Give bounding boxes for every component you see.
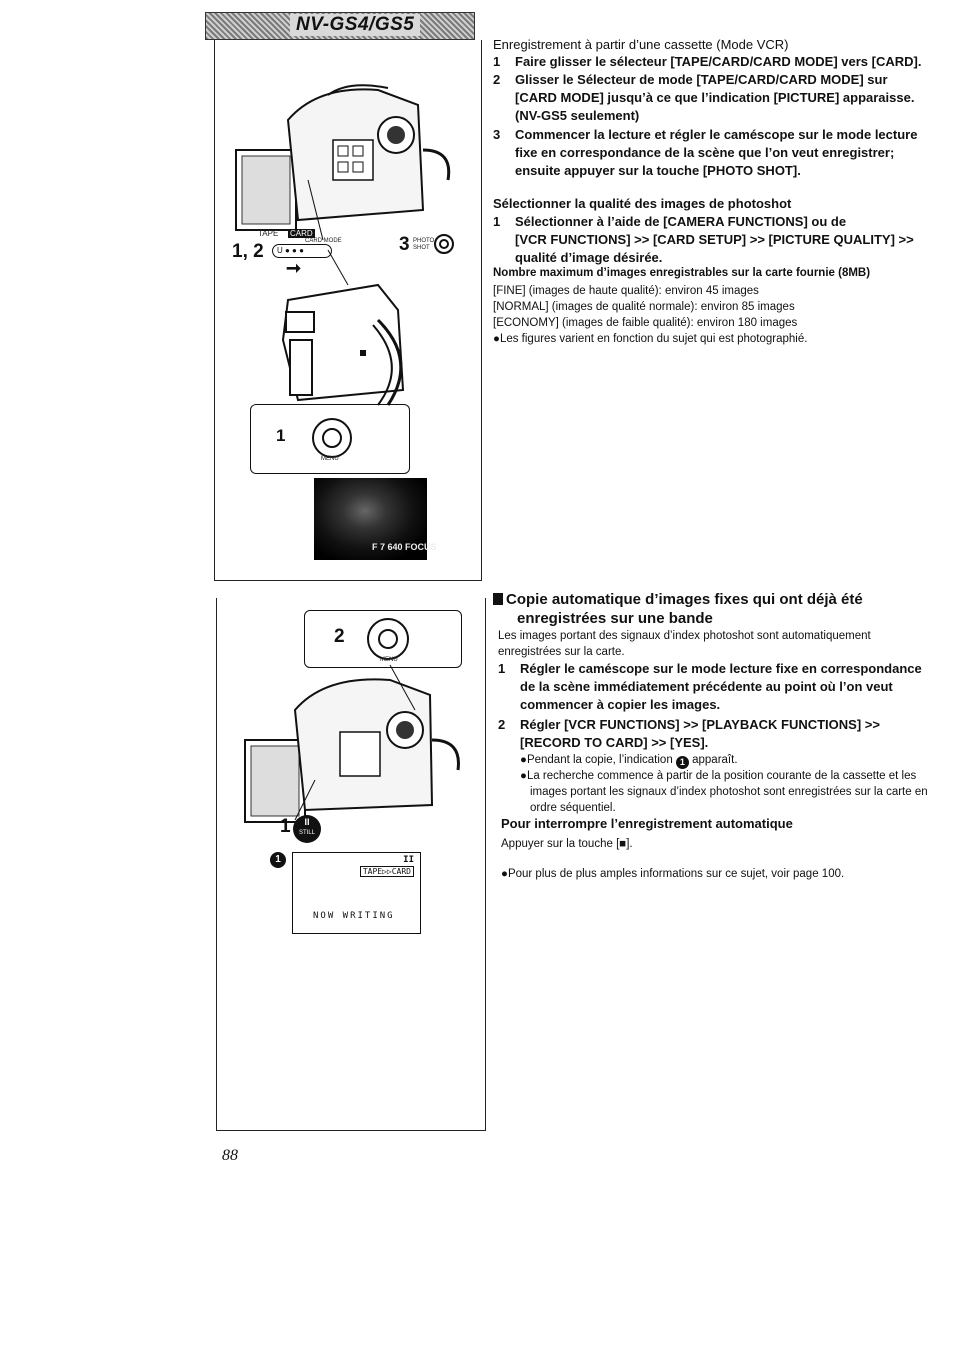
arrow-right-icon: ➞ [286,258,302,278]
step-text: Glisser le Sélecteur de mode [TAPE/CARD/… [515,72,888,87]
bullet-text: apparaît. [692,754,738,766]
section1-step-1: 1 Faire glisser le sélecteur [TAPE/CARD/C… [493,53,921,71]
bullet-line: ordre séquentiel. [530,802,616,814]
capacity-economy: [ECONOMY] (images de faible qualité): en… [493,317,798,329]
step-label-1: 1 [276,426,286,445]
section3-title-line1: Copie automatique d’images fixes qui ont… [506,591,863,608]
capacity-normal: [NORMAL] (images de qualité normale): en… [493,301,795,313]
tape-label: TAPE [258,229,279,238]
bullet-line: images portant les signaux d’index photo… [530,786,928,798]
step-number: 1 [493,54,501,69]
step-text: [VCR FUNCTIONS] >> [CARD SETUP] >> [PICT… [515,232,914,247]
capacity-note: ●Les figures varient en fonction du suje… [493,333,808,345]
step-label-3: 3 [399,234,410,255]
section3-step-2: 2 Régler [VCR FUNCTIONS] >> [PLAYBACK FUN… [498,716,880,752]
photo-preview [314,478,427,560]
camcorder-illustration-2 [244,664,460,823]
step-text: [RECORD TO CARD] >> [YES]. [520,735,709,750]
menu-label-2: MENU [380,657,398,663]
section2-heading: Sélectionner la qualité des images de ph… [493,196,792,211]
step-label-1b: 1 [280,816,291,837]
menu-dial-icon[interactable] [312,418,352,458]
step-text: Régler le caméscope sur le mode lecture … [520,661,922,676]
step-number: 2 [498,717,506,732]
step-text: (NV-GS5 seulement) [515,108,640,123]
screen-pause: II [403,855,414,865]
photo-caption: F 7 640 FOCUS [372,542,437,552]
step-text: de la scène immédiatement précédente au … [520,679,893,694]
step-text: qualité d’image désirée. [515,250,663,265]
step-number: 1 [498,661,506,676]
screen-status: NOW WRITING [313,911,395,921]
section3-title-line2: enregistrées sur une bande [517,610,713,627]
screen-mode: TAPE▷▷CARD [359,866,414,877]
step-number: 1 [493,214,501,229]
more-info: ●Pour plus de plus amples informations s… [501,868,845,880]
step-label-2: 2 [334,626,345,647]
lcd-screen: II TAPE▷▷CARD NOW WRITING [292,852,421,934]
stop-heading: Pour interrompre l’enregistrement automa… [501,816,793,831]
step-text: Commencer la lecture et régler le camésc… [515,127,918,142]
step-number: 2 [493,72,501,87]
figure-2-frame [216,598,486,1131]
section3-bullet-1: ●Pendant la copie, l’indication 1 appara… [520,752,738,769]
section1-step-2: 2 Glisser le Sélecteur de mode [TAPE/CARD… [493,71,914,125]
capacity-fine: [FINE] (images de haute qualité): enviro… [493,285,759,297]
step-text: Faire glisser le sélecteur [TAPE/CARD/CA… [515,54,922,69]
still-button-icon[interactable]: II STILL [293,815,321,843]
section3-bullet-2: ●La recherche commence à partir de la po… [520,768,928,816]
section2-step-1: 1 Sélectionner à l’aide de [CAMERA FUNCTI… [493,213,914,267]
indicator-1-icon: 1 [675,756,689,769]
intro-line: enregistrées sur la carte. [498,646,625,658]
capacity-title: Nombre maximum d’images enregistrables s… [493,267,871,279]
bullet-text: ●Pendant la copie, l’indication [520,754,673,766]
indicator-number: 1 [275,854,281,865]
step-text: commencer à copier les images. [520,697,721,712]
step-text: Sélectionner à l’aide de [CAMERA FUNCTIO… [515,214,847,229]
card-label: CARD [288,229,315,238]
switch-knob-icon: U ● ● ● [277,246,304,255]
photo-shot-label: PHOTO SHOT [413,238,435,251]
indicator-number-badge: 1 [270,852,286,868]
page-number: 88 [222,1147,238,1164]
step-text: ensuite appuyer sur la touche [PHOTO SHO… [515,163,801,178]
section1-intro: Enregistrement à partir d’une cassette (… [493,37,789,52]
camcorder-rear-illustration [281,249,405,406]
card-mode-label: CARD MODE [305,238,342,244]
section-square-icon [493,593,503,605]
section3-intro: Les images portant des signaux d’index p… [498,628,871,660]
step-number: 3 [493,127,501,142]
menu-dial-box-2 [304,610,462,668]
still-label: STILL [298,830,315,836]
menu-dial-icon-2[interactable] [367,618,409,660]
section1-step-3: 3 Commencer la lecture et régler le camés… [493,126,917,180]
photo-shot-button-icon[interactable] [434,234,454,254]
step-text: [CARD MODE] jusqu’à ce que l’indication … [515,90,915,105]
section3-title: Copie automatique d’images fixes qui ont… [493,590,863,628]
step-text: Régler [VCR FUNCTIONS] >> [PLAYBACK FUNC… [520,717,880,732]
model-title: NV-GS4/GS5 [290,14,421,36]
step-text: fixe en correspondance de la scène que l… [515,145,895,160]
camcorder-illustration-1 [235,84,451,241]
section3-step-1: 1 Régler le caméscope sur le mode lecture… [498,660,922,714]
bullet-line: ●La recherche commence à partir de la po… [520,770,917,782]
mode-switch[interactable]: U ● ● ● [272,244,332,258]
intro-line: Les images portant des signaux d’index p… [498,630,871,642]
stop-text: Appuyer sur la touche [■]. [501,838,633,850]
step-label-1-2: 1, 2 [232,241,264,262]
menu-dial-box [250,404,410,474]
menu-label: MENU [321,456,339,462]
